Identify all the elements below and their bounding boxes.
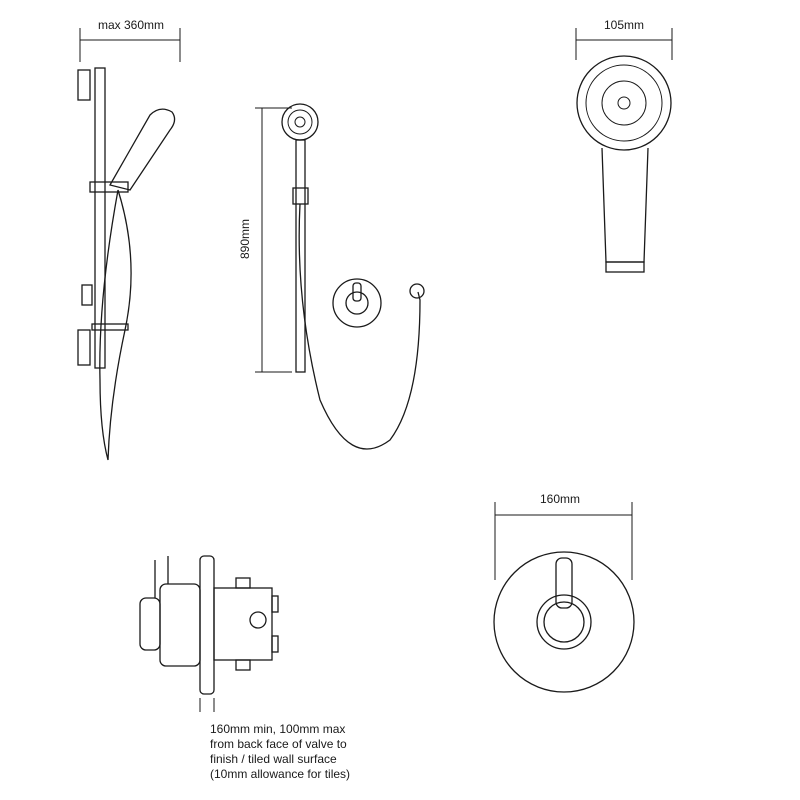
dimension-label-depth: max 360mm [98,18,165,32]
valve-front-view [493,502,635,693]
front-view-riser-rail [255,103,425,450]
handset-handle [601,147,649,263]
valve-inlet [249,611,267,629]
dimension-label-handset: 105mm [604,18,645,32]
slider-bracket [89,181,129,193]
riser-rail [94,67,106,369]
valve-side-view [139,555,279,712]
valve-note-line: 160mm min, 100mm max [210,722,346,736]
valve-wall-plate [493,551,635,693]
hose-side [99,189,132,461]
dimension-line-height [255,107,292,373]
hose-outlet [409,283,425,299]
hose-connector [605,261,645,273]
valve-note-line: from back face of valve to [210,737,347,751]
valve-note-line: (10mm allowance for tiles) [210,767,351,781]
valve-body-box [213,587,273,661]
valve-knob-outer [536,594,592,650]
wall-bracket-top [77,69,91,101]
mixer-plate-front [332,278,382,328]
dimension-label-control: 160mm [540,492,581,506]
soap-dish-bracket [91,323,129,331]
valve-cartridge-body [159,583,201,667]
wall-bracket-bottom [77,329,91,366]
dimension-line-depth [79,28,181,62]
riser-rail-front [295,139,306,373]
dimension-line-control [494,502,633,580]
hose-front [298,203,421,450]
valve-knob-side [139,597,161,651]
handset-spray-face [576,55,672,151]
handset-face-view [575,28,673,273]
valve-note-line: finish / tiled wall surface [210,752,337,766]
valve-depth-note: 160mm min, 100mm max from back face of v… [210,722,350,782]
dimension-line-handset [575,28,673,60]
handset-side-profile [109,108,176,191]
wall-plate-side [199,555,215,695]
slider-front [292,187,309,205]
valve-lever-front [555,557,573,609]
handset-head-front [281,103,319,141]
valve-knob-inner [543,601,585,643]
dimension-label-height: 890mm [238,218,253,260]
outlet-elbow [81,284,93,306]
side-view-riser-rail [77,28,181,461]
